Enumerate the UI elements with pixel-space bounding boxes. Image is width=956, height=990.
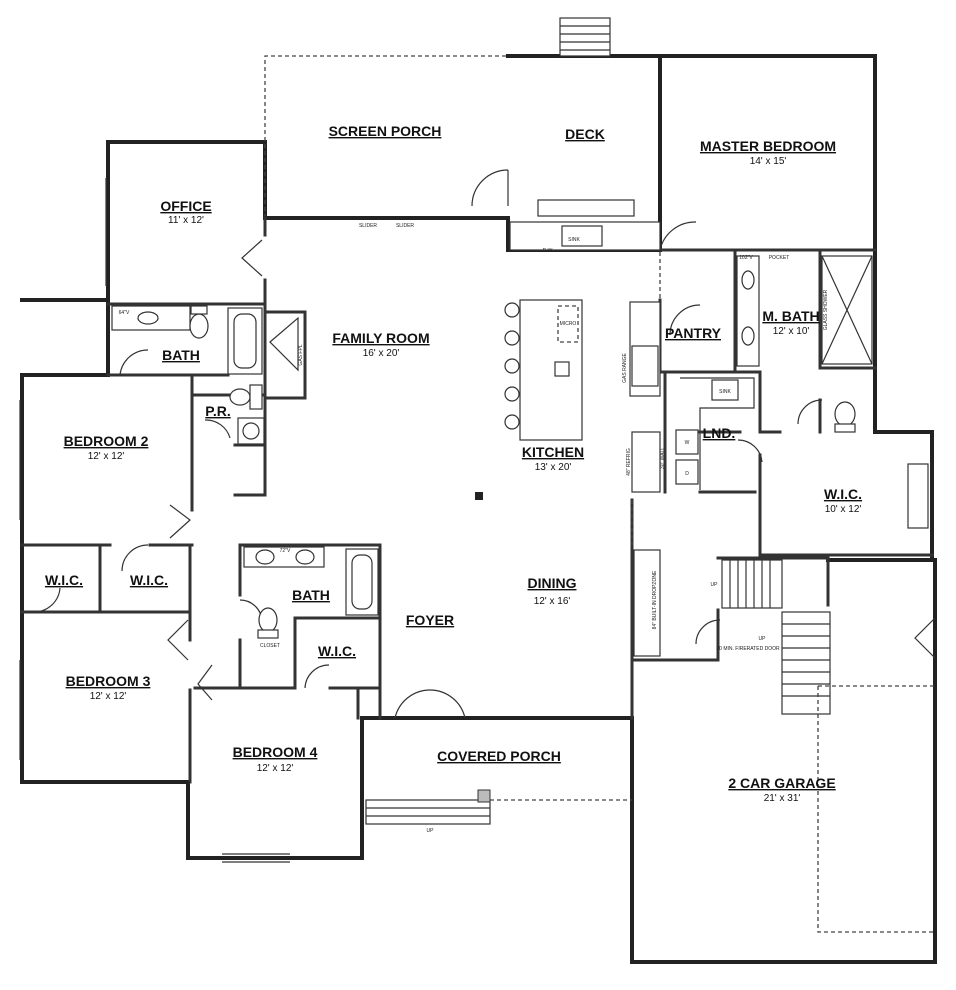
room-name: OFFICE xyxy=(160,198,211,214)
room-dim: 12' x 16' xyxy=(534,596,571,607)
room-dim: 21' x 31' xyxy=(764,793,801,804)
note-up: UP xyxy=(711,582,719,588)
interior-walls xyxy=(20,216,934,784)
room-name: M. BATH xyxy=(762,308,819,324)
room-name: BATH xyxy=(162,347,200,363)
note-up: UP xyxy=(427,828,435,834)
interior-stairs xyxy=(721,559,831,715)
note-slider: SLIDER xyxy=(396,223,414,229)
note-refrig: 48" REFRIG xyxy=(626,448,632,476)
note-gas-fpl: GAS FPL xyxy=(298,344,304,365)
room-name: DECK xyxy=(565,126,605,142)
room-dim: 12' x 12' xyxy=(88,451,125,462)
note-fire-door: 20 MIN. FIRERATED DOOR xyxy=(716,646,780,652)
room-dim: 14' x 15' xyxy=(750,156,787,167)
room-dim: 12' x 10' xyxy=(773,326,810,337)
annotations: SLIDER SLIDER D.W. SINK MICRO GAS RANGE … xyxy=(119,223,829,834)
room-name: BATH xyxy=(292,587,330,603)
note-dryer: D xyxy=(685,471,689,477)
note-vanity: 102"V xyxy=(739,255,753,261)
room-name: W.I.C. xyxy=(130,572,168,588)
room-name: W.I.C. xyxy=(824,486,862,502)
room-name: PANTRY xyxy=(665,325,722,341)
note-sink-lnd: SINK xyxy=(719,389,731,395)
note-vanity: 64"V xyxy=(119,310,130,316)
fixtures xyxy=(19,17,935,933)
room-name: FOYER xyxy=(406,612,454,628)
room-name: SCREEN PORCH xyxy=(329,123,442,139)
room-labels: SCREEN PORCH DECK MASTER BEDROOM 14' x 1… xyxy=(45,123,862,804)
room-dim: 10' x 12' xyxy=(825,504,862,515)
room-name: FAMILY ROOM xyxy=(332,330,429,346)
doors xyxy=(33,169,936,719)
room-dim: 16' x 20' xyxy=(363,348,400,359)
exterior-walls xyxy=(20,54,937,964)
room-dim: 12' x 12' xyxy=(257,763,294,774)
note-dropzone: 84" BUILT-IN DROPZONE xyxy=(652,570,658,629)
note-sink: SINK xyxy=(568,237,580,243)
note-glass-shower: GLASS SHOWER xyxy=(823,289,829,330)
room-name: P.R. xyxy=(205,403,230,419)
room-name: W.I.C. xyxy=(45,572,83,588)
note-gas-range: GAS RANGE xyxy=(622,352,628,382)
room-dim: 12' x 12' xyxy=(90,691,127,702)
room-name: BEDROOM 4 xyxy=(233,744,318,760)
room-dim: 13' x 20' xyxy=(535,462,572,473)
room-name: MASTER BEDROOM xyxy=(700,138,836,154)
note-up: UP xyxy=(759,636,767,642)
note-pocket: POCKET xyxy=(769,255,790,261)
room-name: 2 CAR GARAGE xyxy=(728,775,835,791)
room-name: BEDROOM 3 xyxy=(66,673,151,689)
room-dim: 11' x 12' xyxy=(168,215,204,226)
room-name: LND. xyxy=(703,425,736,441)
room-name: BEDROOM 2 xyxy=(64,433,149,449)
room-name: COVERED PORCH xyxy=(437,748,561,764)
note-dw: D.W. xyxy=(543,248,554,254)
note-closet: CLOSET xyxy=(260,643,280,649)
note-slider: SLIDER xyxy=(359,223,377,229)
room-name: W.I.C. xyxy=(318,643,356,659)
room-name: KITCHEN xyxy=(522,444,584,460)
note-vanity: 72"V xyxy=(280,548,291,554)
note-washer: W xyxy=(685,440,690,446)
room-name: DINING xyxy=(528,575,577,591)
note-wall-oven: 30" WALL xyxy=(660,447,666,469)
note-micro: MICRO xyxy=(560,321,577,327)
